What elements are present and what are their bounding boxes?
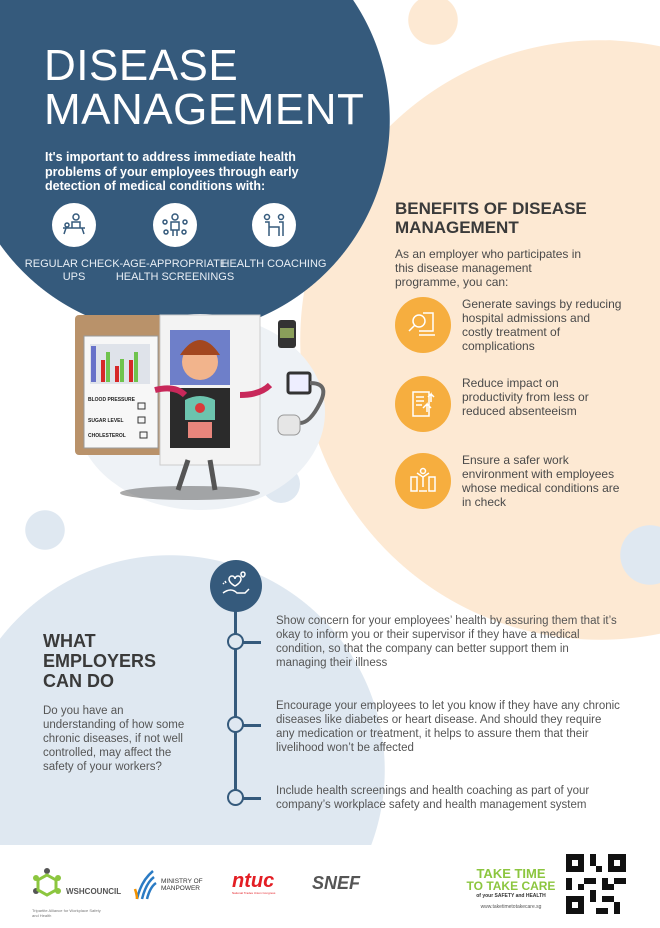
coaching-icon xyxy=(252,203,296,247)
doctor-illustration: BLOOD PRESSURE SUGAR LEVEL CHOLESTEROL xyxy=(75,314,326,510)
ntuc-logo: ntuc National Trades Union Congress xyxy=(232,870,276,895)
benefits-intro: As an employer who participates in this … xyxy=(395,247,582,289)
productivity-icon xyxy=(395,376,451,432)
campaign-url[interactable]: www.taketimetotakecare.sg xyxy=(480,904,542,910)
checklist-sugar-level: SUGAR LEVEL xyxy=(88,418,124,424)
timeline-connector xyxy=(243,797,261,800)
service-regular-check-ups: REGULAR CHECK-UPS xyxy=(14,203,134,283)
employers-title: WHAT EMPLOYERS CAN DO xyxy=(43,631,157,691)
checklist-blood-pressure: BLOOD PRESSURE xyxy=(88,397,136,403)
employers-question: Do you have an understanding of how some… xyxy=(43,705,185,773)
intro-text: It's important to address immediate heal… xyxy=(45,150,299,193)
service-health-screenings: AGE-APPROPRIATE HEALTH SCREENINGS xyxy=(115,203,235,283)
checklist-cholesterol: CHOLESTEROL xyxy=(88,433,126,439)
timeline-node xyxy=(227,633,244,650)
benefit-item: Ensure a safer work environment with emp… xyxy=(395,453,655,509)
timeline-connector xyxy=(243,641,261,644)
wsh-council-logo: WSHCOUNCIL Tripartite Alliance for Workp… xyxy=(32,867,122,918)
timeline-line xyxy=(234,600,237,798)
timeline-connector xyxy=(243,724,261,727)
action-item: Show concern for your employees’ health … xyxy=(276,615,617,669)
timeline-node xyxy=(227,789,244,806)
timeline-node xyxy=(227,716,244,733)
action-item: Encourage your employees to let you know… xyxy=(276,700,620,754)
caring-hand-hearts-icon xyxy=(210,560,262,612)
qr-code[interactable] xyxy=(566,853,626,915)
take-time-campaign-logo: TAKE TIME TO TAKE CARE of your SAFETY an… xyxy=(466,866,556,910)
ministry-of-manpower-logo: MINISTRY OF MANPOWER xyxy=(133,869,211,901)
savings-icon xyxy=(395,297,451,353)
footer-logos: WSHCOUNCIL Tripartite Alliance for Workp… xyxy=(0,845,660,928)
screening-icon xyxy=(153,203,197,247)
safe-workplace-icon xyxy=(395,453,451,509)
benefit-item: Reduce impact on productivity from less … xyxy=(395,376,655,432)
check-up-icon xyxy=(52,203,96,247)
benefits-title: BENEFITS OF DISEASE MANAGEMENT xyxy=(395,199,587,237)
snef-logo: SNEF xyxy=(312,873,361,893)
service-health-coaching: HEALTH COACHING xyxy=(214,203,334,271)
action-item: Include health screenings and health coa… xyxy=(276,785,590,811)
benefit-item: Generate savings by reducing hospital ad… xyxy=(395,297,655,353)
